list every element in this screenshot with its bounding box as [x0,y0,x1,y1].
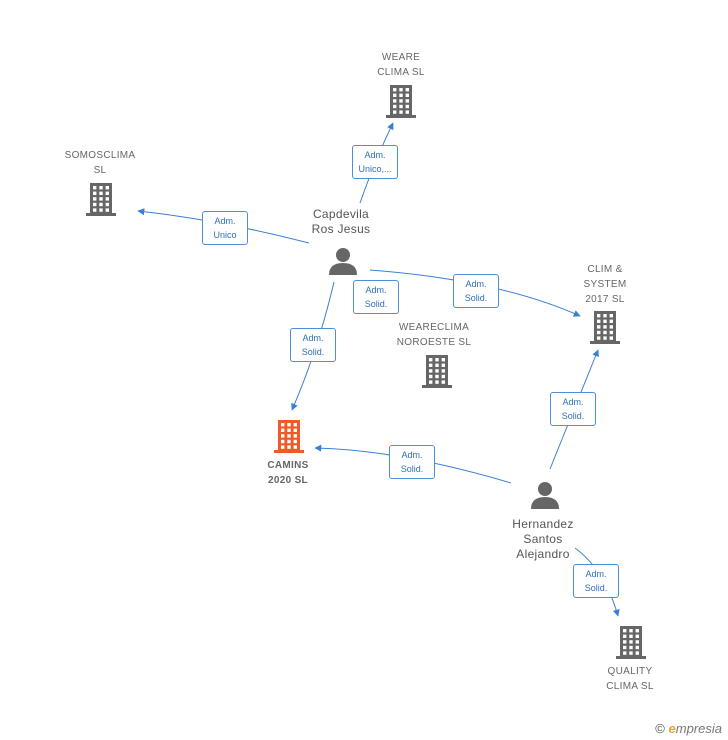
brand-name: mpresia [675,721,722,736]
building-icon [616,626,646,659]
building-icon [590,311,620,344]
node-label-capdevila[interactable]: Capdevila Ros Jesus [311,207,371,236]
brand-e: e [668,721,676,736]
edge-label-capdevila-clim_system: Adm. Solid. [453,274,499,308]
building-icon [386,85,416,118]
edge-label-hernandez-camins: Adm. Solid. [389,445,435,479]
building-icon [86,183,116,216]
edge-label-capdevila-camins: Adm. Solid. [290,328,336,362]
building-icon [422,355,452,388]
person-icon [531,482,559,509]
edge-label-hernandez-quality_clima: Adm. Solid. [573,564,619,598]
node-label-camins[interactable]: CAMINS 2020 SL [267,460,309,486]
node-label-quality_clima[interactable]: QUALITY CLIMA SL [606,666,654,692]
node-label-clim_system[interactable]: CLIM & SYSTEM 2017 SL [583,264,627,305]
empresia-logo: © empresia [655,721,722,736]
copyright-symbol: © [655,721,665,736]
edge-label-capdevila-weare_clima: Adm. Unico,... [352,145,398,179]
edge-label-capdevila-somosclima: Adm. Unico [202,211,248,245]
node-label-hernandez[interactable]: Hernandez Santos Alejandro [512,517,574,561]
person-icon [329,248,357,275]
edge-label-capdevila-weareclima_noroeste: Adm. Solid. [353,280,399,314]
node-label-weareclima_noroeste[interactable]: WEARECLIMA NOROESTE SL [396,322,472,348]
edge-label-hernandez-clim_system: Adm. Solid. [550,392,596,426]
building-icon [274,420,304,453]
node-label-weare_clima[interactable]: WEARE CLIMA SL [377,52,425,78]
node-label-somosclima[interactable]: SOMOSCLIMA SL [64,150,136,176]
